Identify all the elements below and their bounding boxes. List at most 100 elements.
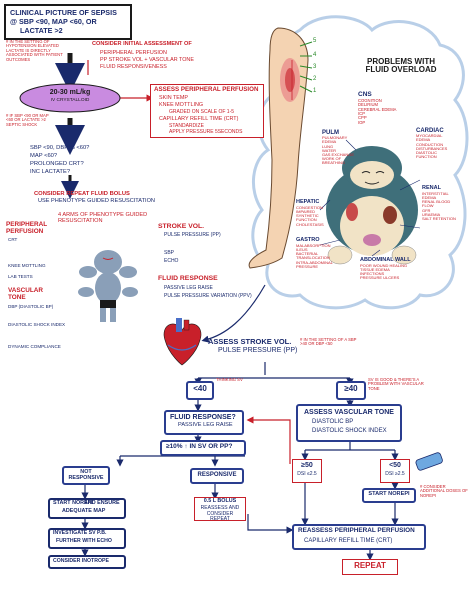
hepatic-box: HEPATIC CONGESTION IMPAIRED SYNTHETIC FU…	[296, 199, 332, 227]
pulm-box: PULM PULMONARY EDEMA LUNG WATER GAS EXCH…	[322, 130, 362, 166]
leg-num-2: 2	[313, 76, 317, 82]
header-line3: LACTATE >2	[20, 26, 63, 35]
repeat-box: REPEAT	[342, 559, 398, 575]
peripheral-assessment-box: ASSESS PERIPHERAL PERFUSION SKIN TEMP KN…	[150, 84, 264, 138]
cardiac-title: CARDIAC	[416, 128, 444, 134]
cns-item: DELIRIUM	[358, 102, 379, 108]
investigate-2: FURTHER WITH ECHO	[56, 538, 112, 544]
peripheral-item-4: CAPILLARY REFILL TIME (CRT)	[159, 116, 239, 122]
perfusion-arm-3: LAB TESTS	[8, 274, 33, 279]
bolus-repeat-box: 0.5 L BOLUS REASSESS AND CONSIDER REPEAT	[194, 497, 246, 522]
bolus-line1: 20-30 mL/kg	[49, 89, 91, 96]
repeat-bolus-sub: USE PHENOTYPE GUIDED RESUSCITATION	[38, 198, 155, 204]
bolus-note: # IF SBP <90 OR MAP <60 OR LACTATE >2 SE…	[6, 113, 49, 127]
fluid-arm-1: PASSIVE LEG RAISE	[164, 285, 213, 291]
initial-assessment-title: CONSIDER INITIAL ASSESSMENT OF	[92, 41, 192, 47]
lt50-1: <50	[389, 462, 401, 469]
pulm-title: PULM	[322, 130, 339, 136]
reassess-line2: CAPILLARY REFILL TIME (CRT)	[304, 538, 393, 544]
pulm-item: LUNG	[322, 143, 334, 149]
renal-item: RENAL BLOOD FLOW	[422, 199, 451, 209]
setting-note: # IN THE SETTING OF HYPOTENSION ELEVATED…	[6, 39, 63, 62]
fighter-illustration	[78, 250, 138, 322]
investigate-box: INVESTIGATE SV P.B. FURTHER WITH ECHO	[48, 528, 126, 549]
peripheral-item-5: STANDARDIZE	[169, 123, 204, 129]
lt40-label: <40	[193, 384, 207, 393]
creature-illustration	[326, 146, 418, 265]
abdominal-item: TISSUE EDEMA	[360, 266, 390, 272]
bolus-repeat-1: 0.5 L BOLUS	[203, 498, 237, 504]
sv-increase-label: ≥10% ↑ IN SV OR PP?	[166, 443, 233, 450]
gastro-box: GASTRO MALABSORPTION ILEUS BACTERIAL TRA…	[296, 237, 336, 269]
hepatic-item: CONGESTION	[296, 204, 323, 210]
investigate-1: INVESTIGATE SV P.B.	[53, 530, 107, 536]
cns-item: CPP	[358, 115, 367, 121]
responsive-label: RESPONSIVE	[197, 472, 237, 478]
lt50-2: DSI ≥2.5	[385, 471, 405, 477]
pp-note: # IN THE SETTING OF A SBP >40 OR DBP <50	[300, 337, 357, 347]
renal-item: URAEMIA	[422, 211, 441, 217]
norepi-vial	[415, 452, 443, 471]
cns-item: IOP	[358, 119, 366, 125]
leg-num-3: 3	[313, 64, 317, 70]
ge50-1: ≥50	[301, 462, 313, 469]
header-line1: CLINICAL PICTURE OF SEPSIS	[10, 8, 117, 17]
vascular-assess-1: DIASTOLIC BP	[312, 419, 354, 425]
hepatic-item: CHOLESTASIS	[296, 221, 324, 227]
fluid-arm-2: PULSE PRESSURE VARIATION (PPV)	[164, 293, 252, 299]
abdominal-item: POOR WOUND HEALING	[360, 262, 408, 268]
not-responsive-box: NOT RESPONSIVE	[62, 466, 110, 485]
cardiac-box: CARDIAC MYOCARDIAL EDEMA CONDUCTION DIST…	[416, 128, 456, 159]
cns-item: COGNITION	[358, 97, 382, 103]
bolus-oval	[19, 83, 121, 113]
leg-num-4: 4	[313, 52, 317, 58]
peripheral-item-6: APPLY PRESSURE 5SECONDS	[169, 129, 243, 135]
sv-increase-box: ≥10% ↑ IN SV OR PP?	[160, 440, 246, 456]
responsive-box: RESPONSIVE	[190, 468, 244, 484]
reassess-1: SBP <90, DBP % <60?	[30, 145, 90, 151]
fluid-response-box: FLUID RESPONSE? PASSIVE LEG RAISE	[164, 410, 244, 435]
fluid-response-title: FLUID RESPONSE?	[170, 414, 236, 421]
gastro-item: BACTERIAL TRANSLOCATION	[296, 251, 330, 261]
vascular-arm-title: VASCULAR TONE	[8, 287, 44, 301]
not-responsive-label: NOT RESPONSIVE	[68, 469, 104, 481]
inotrope-label: CONSIDER INOTROPE	[53, 558, 109, 564]
sepsis-header-box: CLINICAL PICTURE OF SEPSIS @ SBP <90, MA…	[4, 4, 132, 40]
fluid-response-item: PASSIVE LEG RAISE	[178, 422, 233, 428]
vascular-assess-2: DIASTOLIC SHOCK INDEX	[312, 428, 387, 434]
hepatic-title: HEPATIC	[296, 199, 320, 205]
header-line2: @ SBP <90, MAP <60, OR	[10, 17, 97, 26]
cardiac-item: MYOCARDIAL EDEMA	[416, 133, 443, 143]
lt50-box: <50 DSI ≥2.5	[380, 459, 410, 483]
gastro-item: MALABSORPTION	[296, 242, 331, 248]
initial-item-3: FLUID RESPONSIVENESS	[100, 64, 167, 70]
phenotype-title: 4 ARMS OF PHENOTYPE GUIDED RESUSCITATION	[58, 212, 148, 224]
pulm-item: PULMONARY EDEMA	[322, 135, 348, 145]
cardiac-item: CONDUCTION DISTURBANCES	[416, 141, 448, 151]
bolus-line2: IV CRYSTALLOID	[50, 98, 90, 103]
renal-item: SALT RETENTION	[422, 215, 456, 221]
ge50-box: ≥50 DSI ≤2.5	[292, 459, 322, 483]
reassess-box: REASSESS PERIPHERAL PERFUSION CAPILLARY …	[292, 524, 426, 550]
renal-box: RENAL INTERSTITIAL EDEMA RENAL BLOOD FLO…	[422, 185, 462, 221]
cardiac-item: DIASTOLIC FUNCTION	[416, 150, 438, 160]
assess-stroke-sub: PULSE PRESSURE (PP)	[218, 347, 298, 354]
lt40-note: THINKING SV	[216, 377, 243, 382]
stroke-arm-3: ECHO	[164, 258, 179, 264]
initial-item-1: PERIPHERAL PERFUSION	[100, 50, 167, 56]
abdominal-item: PRESSURE ULCERS	[360, 275, 400, 281]
vascular-arm-1: DBP (DIASTOLIC BP)	[8, 304, 54, 309]
renal-title: RENAL	[422, 185, 441, 191]
reassess-4: INC LACTATE?	[30, 169, 71, 175]
norepi-right-box: START NOREPI	[362, 488, 416, 503]
cns-title: CNS	[358, 91, 372, 98]
repeat-bolus-title: CONSIDER REPEAT FLUID BOLUS	[34, 191, 130, 197]
cns-item: ICP	[358, 111, 365, 117]
cns-box: CNS COGNITION DELIRIUM CEREBRAL EDEMA IC…	[358, 91, 410, 125]
reassess-2: MAP <60?	[30, 153, 58, 159]
heart-illustration	[163, 318, 202, 366]
peripheral-item-1: SKIN TEMP	[159, 95, 188, 101]
renal-item: GFR	[422, 207, 431, 213]
peripheral-item-2: KNEE MOTTLING	[159, 102, 204, 108]
assess-stroke-title: ASSESS STROKE VOL.	[208, 337, 292, 346]
